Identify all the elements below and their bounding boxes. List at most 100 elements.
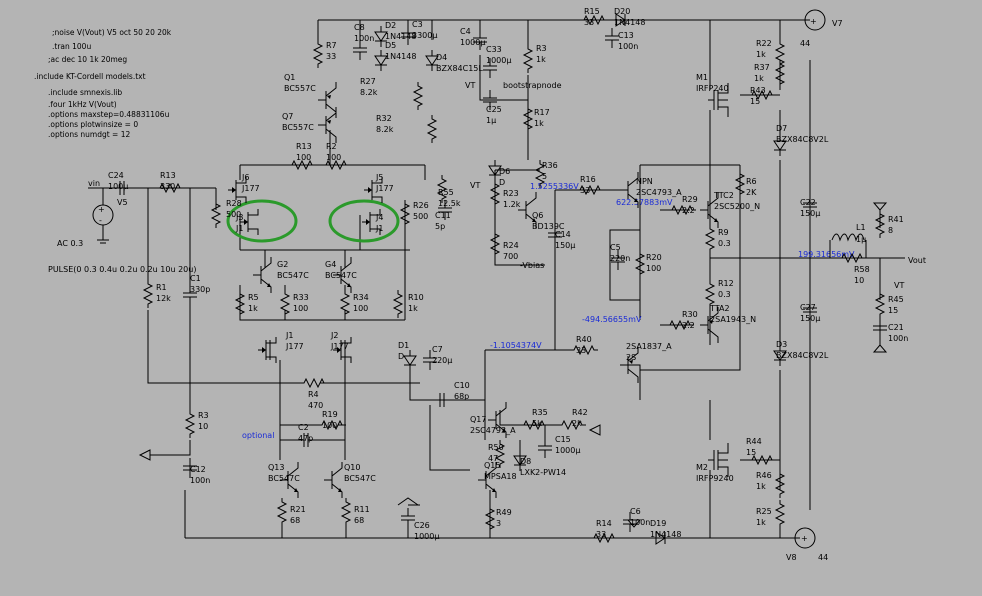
component-label: R35	[532, 408, 548, 417]
component-label: J177	[285, 342, 304, 351]
component-label: 0.3	[718, 239, 731, 248]
directive-line: .four 1kHz V(Vout)	[48, 100, 117, 109]
component-label: 500	[226, 210, 241, 219]
component-label: R14	[596, 519, 612, 528]
component-label: C25	[486, 105, 502, 114]
component-label: R11	[354, 505, 370, 514]
component-label: 2.2	[682, 321, 695, 330]
component-label: C1	[190, 274, 201, 283]
rail-v7: + V7 44	[800, 9, 843, 48]
ground-icon	[138, 449, 151, 461]
component-label: R42	[572, 408, 588, 417]
directive-line: .tran 100u	[52, 42, 91, 51]
component-label: C22	[800, 198, 816, 207]
component-label: R20	[646, 253, 662, 262]
component-label: 100n	[354, 34, 374, 43]
diode-d1: D1D	[398, 341, 417, 371]
highlight-ellipse-right	[328, 199, 400, 243]
component-label: 15	[888, 306, 898, 315]
component-label: Q7	[282, 112, 293, 121]
component-label: 500	[413, 212, 428, 221]
component-label: J5	[375, 173, 383, 182]
component-label: 330	[160, 182, 175, 191]
component-label: 0.3	[718, 290, 731, 299]
node-bootstrap: bootstrapnode	[503, 81, 562, 90]
component-label: J177	[241, 184, 260, 193]
v5-name: V5	[117, 198, 128, 207]
component-label: M1	[696, 73, 708, 82]
directive-line: ;noise V(Vout) V5 oct 50 20 20k	[52, 28, 172, 37]
component-label: R4	[308, 390, 319, 399]
component-label: 1N4148	[650, 530, 681, 539]
component-label: IRFP9240	[696, 474, 734, 483]
component-label: 1k	[756, 482, 766, 491]
directive-line: .options maxstep=0.48831106u	[48, 110, 170, 119]
component-label: 1000µ	[486, 56, 511, 65]
capacitor-c1: C1 330p	[183, 274, 210, 305]
component-label: C6	[630, 507, 641, 516]
v5-pulse: PULSE(0 0.3 0.4u 0.2u 0.2u 10u 20u)	[48, 265, 196, 274]
component-label: 5	[542, 172, 547, 181]
diode-d6: D6D	[488, 160, 510, 187]
component-label: 100	[326, 153, 341, 162]
component-label: J1	[235, 224, 243, 233]
component-label: 33	[576, 346, 586, 355]
component-label: IRFP240	[696, 84, 729, 93]
component-label: 2SC4793_A	[470, 426, 516, 435]
voltage-readout: -1.1054374V	[490, 341, 542, 350]
component-label: 1k	[534, 119, 544, 128]
component-label: TTC2	[713, 191, 734, 200]
component-label: 100n	[630, 518, 650, 527]
component-label: BC547C	[325, 271, 357, 280]
component-label: 10	[198, 422, 208, 431]
optional-label: optional	[242, 431, 274, 440]
component-label: R41	[888, 215, 904, 224]
node-vt: VT	[465, 81, 475, 90]
component-label: R34	[353, 293, 369, 302]
component-label: 100	[322, 421, 337, 430]
component-label: 1µ	[856, 235, 866, 244]
component-label: R25	[756, 507, 772, 516]
component-label: 100	[296, 153, 311, 162]
voltage-source-v5: + - V5 AC 0.3 PULSE(0 0.3 0.4u 0.2u 0.2u…	[48, 198, 196, 274]
component-label: 100	[646, 264, 661, 273]
component-label: BZX84C8V2L	[776, 351, 829, 360]
component-label: R27	[360, 77, 376, 86]
component-label: 2k	[572, 419, 582, 428]
component-label: R1	[156, 283, 167, 292]
component-label: J1	[285, 331, 293, 340]
component-label: R3	[536, 44, 547, 53]
component-label: R40	[576, 335, 592, 344]
component-label: Q15	[484, 461, 500, 470]
component-label: 8.2k	[376, 125, 394, 134]
component-label: R9	[718, 228, 729, 237]
component-label: C33	[486, 45, 502, 54]
component-label: 1.2k	[503, 200, 521, 209]
component-label: D19	[650, 519, 666, 528]
component-label: 330p	[190, 285, 210, 294]
component-label: C14	[555, 230, 571, 239]
node-vt: VT	[894, 281, 904, 290]
highlight-ellipse-left	[226, 199, 298, 243]
ground-icon	[872, 344, 888, 353]
component-label: TTA2	[709, 304, 730, 313]
directive-line: .include smnexis.lib	[48, 88, 122, 97]
component-label: 15	[750, 97, 760, 106]
